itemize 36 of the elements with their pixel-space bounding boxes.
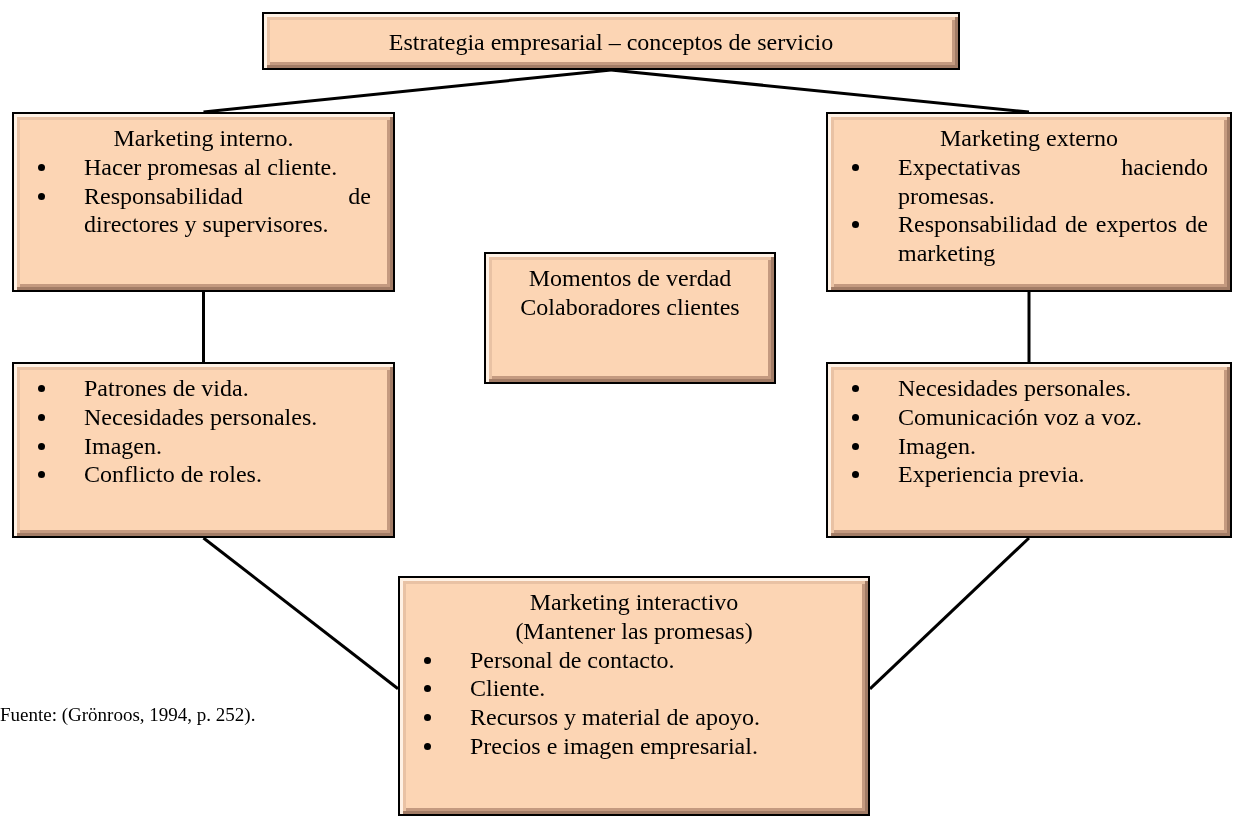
box-heading: Marketing externo: [939, 124, 1119, 153]
bullet-item: Necesidades personales.: [84, 403, 318, 430]
bullet-item: Responsabilidad de directores y supervisores.: [84, 182, 371, 238]
concept-box: [12, 112, 395, 292]
connector-line: [203, 68, 612, 114]
bullet-item: Precios e imagen empresarial.: [470, 733, 758, 759]
bullet-item: Responsabilidad de expertos de marketing: [898, 211, 1208, 267]
box-heading: Marketing interno.: [112, 124, 295, 153]
bullet-item: Cliente.: [470, 675, 546, 702]
connector-line: [202, 536, 399, 690]
bullet-item: Comunicación voz a voz.: [898, 403, 1142, 430]
box-heading: (Mantener las promesas): [514, 616, 754, 646]
concept-box: [262, 12, 960, 70]
concept-box: [826, 362, 1232, 538]
box-heading: Momentos de verdad: [527, 264, 733, 293]
connector-line: [1027, 292, 1031, 362]
concept-box: [12, 362, 395, 538]
bullet-item: Imagen.: [898, 432, 976, 459]
box-heading: Marketing interactivo: [528, 588, 740, 617]
connector-line: [202, 292, 205, 362]
concept-box: [826, 112, 1232, 292]
source-note: Fuente: (Grönroos, 1994, p. 252).: [0, 704, 256, 726]
concept-box: [484, 252, 776, 384]
bullet-item: Recursos y material de apoyo.: [470, 704, 760, 731]
bullet-item: Expectativas haciendo promesas.: [898, 153, 1208, 209]
bullet-item: Personal de contacto.: [470, 646, 675, 673]
bullet-item: Patrones de vida.: [84, 375, 249, 401]
box-heading: Colaboradores clientes: [519, 292, 741, 322]
bullet-item: Conflicto de roles.: [84, 461, 262, 488]
bullet-item: Necesidades personales.: [898, 375, 1132, 401]
concept-box: [398, 576, 870, 816]
bullet-item: Imagen.: [84, 432, 162, 459]
connector-line: [610, 68, 1030, 114]
box-heading: Estrategia empresarial – conceptos de servicio: [387, 27, 835, 57]
bullet-item: Hacer promesas al cliente.: [84, 153, 338, 180]
bullet-item: Experiencia previa.: [898, 461, 1085, 488]
